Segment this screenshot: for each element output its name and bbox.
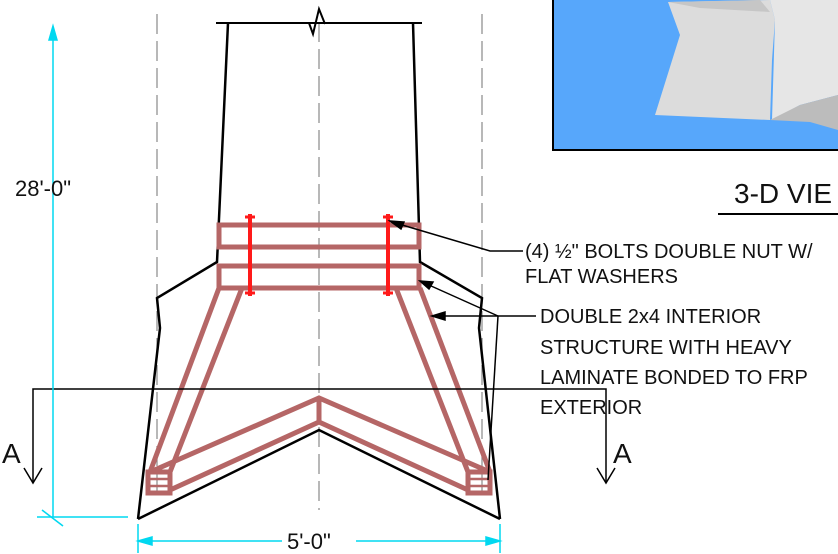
height-dim-arrow-top (48, 23, 58, 41)
structure-leader-arrow (429, 310, 446, 322)
washers-leader-arrow (417, 280, 435, 291)
leaders (387, 220, 536, 481)
height-dimension-text: 28'-0" (15, 176, 71, 201)
width-dim-arrow-left (135, 536, 153, 546)
bolts (245, 214, 393, 296)
bolts-callout-line1: (4) ½" BOLTS DOUBLE NUT W/ (525, 241, 813, 263)
pole-outline (136, 5, 502, 521)
left-foot-block (145, 469, 173, 496)
interior-timber-structure (145, 222, 493, 496)
left-brace-inner (167, 287, 245, 473)
section-label-left: A (2, 438, 21, 469)
upper-crossbeam (216, 222, 422, 250)
right-foot-block (465, 469, 493, 496)
3d-view-render (552, 0, 838, 151)
right-brace-outer (417, 287, 493, 473)
width-dim-arrow-right (485, 536, 503, 546)
render-surface-light (655, 0, 775, 120)
height-dim-tick (41, 509, 64, 527)
width-dimension-text: 5'-0" (287, 529, 331, 554)
width-dimension (135, 524, 503, 553)
structure-callout-line4: EXTERIOR (540, 397, 642, 419)
left-brace-outer (147, 287, 222, 473)
render-surface-mid (770, 95, 838, 130)
height-dimension (37, 23, 128, 527)
centerlines (156, 14, 483, 510)
render-surface-top (668, 0, 770, 12)
section-arrow-right (596, 467, 616, 485)
render-surface-right (770, 0, 838, 120)
pole-left-outline (136, 22, 230, 520)
pole-break-symbol (308, 5, 326, 38)
right-brace-inner (393, 287, 471, 473)
section-cut-a-a (23, 388, 616, 485)
section-arrow-left (23, 467, 43, 485)
section-cut-line (32, 388, 607, 483)
3d-view-title: 3-D VIE (734, 178, 832, 209)
bolts-callout-line2: FLAT WASHERS (525, 266, 678, 288)
bolts-leader-arrow (387, 220, 406, 231)
structure-callout-line1: DOUBLE 2x4 INTERIOR (540, 306, 761, 328)
bolts-leader (391, 221, 523, 252)
structure-callout-line3: LAMINATE BONDED TO FRP (540, 367, 808, 389)
section-label-right: A (613, 438, 632, 469)
structure-leader-diagonal (487, 315, 499, 481)
pole-bottom-notch (137, 428, 501, 521)
structure-callout-line2: STRUCTURE WITH HEAVY (540, 337, 792, 359)
washers-leader (419, 280, 499, 317)
lower-crossbeam (216, 263, 422, 291)
pole-right-outline (411, 22, 502, 520)
